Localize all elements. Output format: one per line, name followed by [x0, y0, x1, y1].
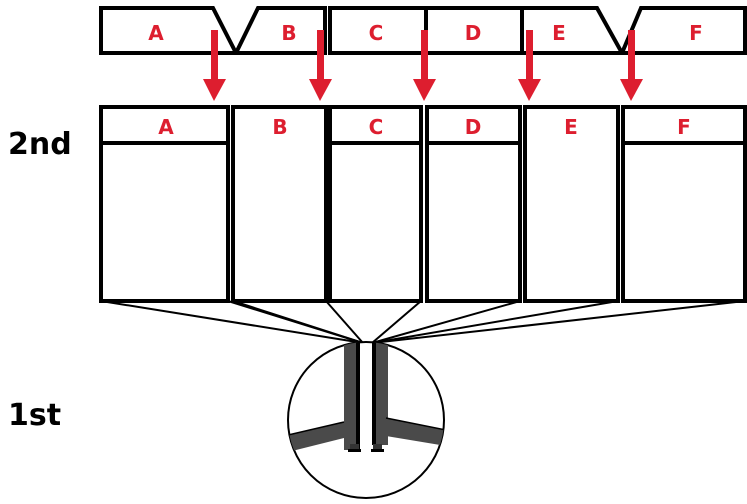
top-segment-label-c: C — [369, 21, 384, 45]
panel-row — [99, 105, 747, 303]
top-segment-b-shape — [232, 6, 327, 55]
zoom-lines — [100, 300, 746, 344]
arrows — [203, 30, 643, 101]
panel-label-d: D — [465, 115, 482, 139]
top-segment-label-e: E — [552, 21, 566, 45]
panel-label-b: B — [272, 115, 287, 139]
panel-e — [523, 105, 620, 303]
arrow-down-icon — [518, 30, 541, 101]
panel-label-c: C — [369, 115, 384, 139]
top-row-labels: A B C D E F — [148, 21, 703, 45]
arrow-down-icon — [309, 30, 332, 101]
top-segment-f-shape — [618, 6, 747, 55]
panel-label-f: F — [677, 115, 691, 139]
panel-labels: A B C D E F — [158, 115, 691, 139]
panel-f — [621, 105, 747, 303]
panel-label-e: E — [564, 115, 578, 139]
top-segment-label-b: B — [281, 21, 296, 45]
panel-d — [425, 105, 522, 303]
panel-seam — [325, 107, 331, 301]
arrow-down-icon — [620, 30, 643, 101]
panel-label-a: A — [158, 115, 174, 139]
top-segment-e-shape — [520, 6, 626, 55]
panel-a — [99, 105, 230, 303]
top-segment-label-d: D — [465, 21, 482, 45]
row-label-2nd: 2nd — [8, 127, 72, 162]
arrow-down-icon — [413, 30, 436, 101]
bracket-detail-icon — [287, 341, 445, 499]
row-label-1st: 1st — [8, 398, 61, 433]
top-row — [99, 6, 747, 55]
top-segment-label-a: A — [148, 21, 164, 45]
panel-c — [328, 105, 423, 303]
top-segment-label-f: F — [689, 21, 703, 45]
panel-b — [231, 105, 328, 303]
arrow-down-icon — [203, 30, 226, 101]
